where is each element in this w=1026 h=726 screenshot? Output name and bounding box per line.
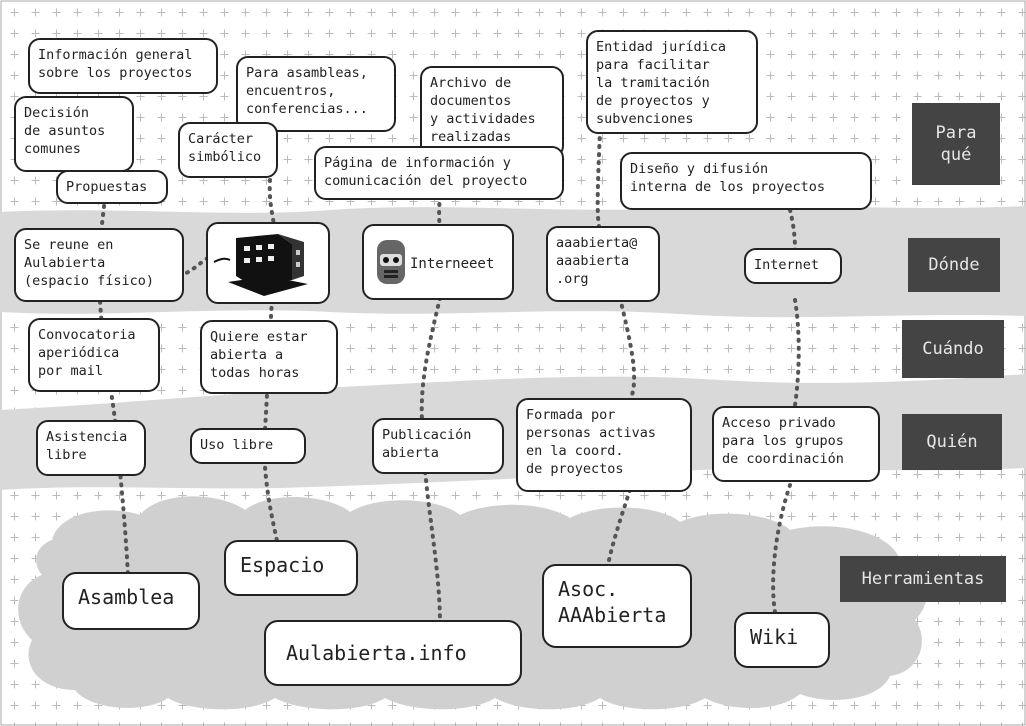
box-formada: Formada por personas activas en la coord… [516,398,692,492]
tool-aulabierta-info: Aulabierta.info [264,620,522,686]
box-building-image [206,222,330,304]
box-diseno: Diseño y difusión interna de los proyect… [620,152,872,210]
box-archivo: Archivo de documentos y actividades real… [420,66,564,158]
box-asistencia: Asistencia libre [36,420,146,476]
connector-asoc [595,128,637,567]
box-convocatoria: Convocatoria aperiódica por mail [28,318,160,392]
box-se-reune: Se reune en Aulabierta (espacio físico) [14,228,184,302]
box-internet-robot: Interneeet [362,224,514,300]
box-entidad: Entidad jurídica para facilitar la trami… [586,30,758,134]
tool-asoc-aaabierta: Asoc. AAAbierta [542,564,692,648]
tool-wiki: Wiki [734,612,830,668]
connector-espacio-link [170,256,210,280]
box-quiere: Quiere estar abierta a todas horas [200,320,338,394]
tool-espacio: Espacio [224,540,358,596]
box-decision: Decisión de asuntos comunes [14,96,134,172]
building-icon [213,234,308,296]
label-quien: Quién [902,414,1002,470]
box-pagina: Página de información y comunicación del… [314,146,564,200]
internet-robot-label: Interneeet [410,256,495,272]
box-propuestas: Propuestas [56,170,168,204]
label-donde: Dónde [908,238,1000,292]
robot-icon [377,240,405,284]
label-cuando: Cuándo [902,320,1004,378]
label-herramientas: Herramientas [840,556,1006,602]
box-email: aaabierta@ aaabierta .org [546,226,660,302]
box-internet-wiki: Internet [744,248,842,284]
box-publicacion: Publicación abierta [372,418,504,474]
box-caracter: Carácter simbólico [178,122,278,178]
tool-asamblea: Asamblea [62,572,200,630]
box-acceso: Acceso privado para los grupos de coordi… [712,406,880,482]
box-para-asambleas: Para asambleas, encuentros, conferencias… [236,56,396,132]
box-info-general: Información general sobre los proyectos [28,38,218,94]
box-uso-libre: Uso libre [190,428,306,464]
label-para-que: Para qué [912,103,1000,185]
